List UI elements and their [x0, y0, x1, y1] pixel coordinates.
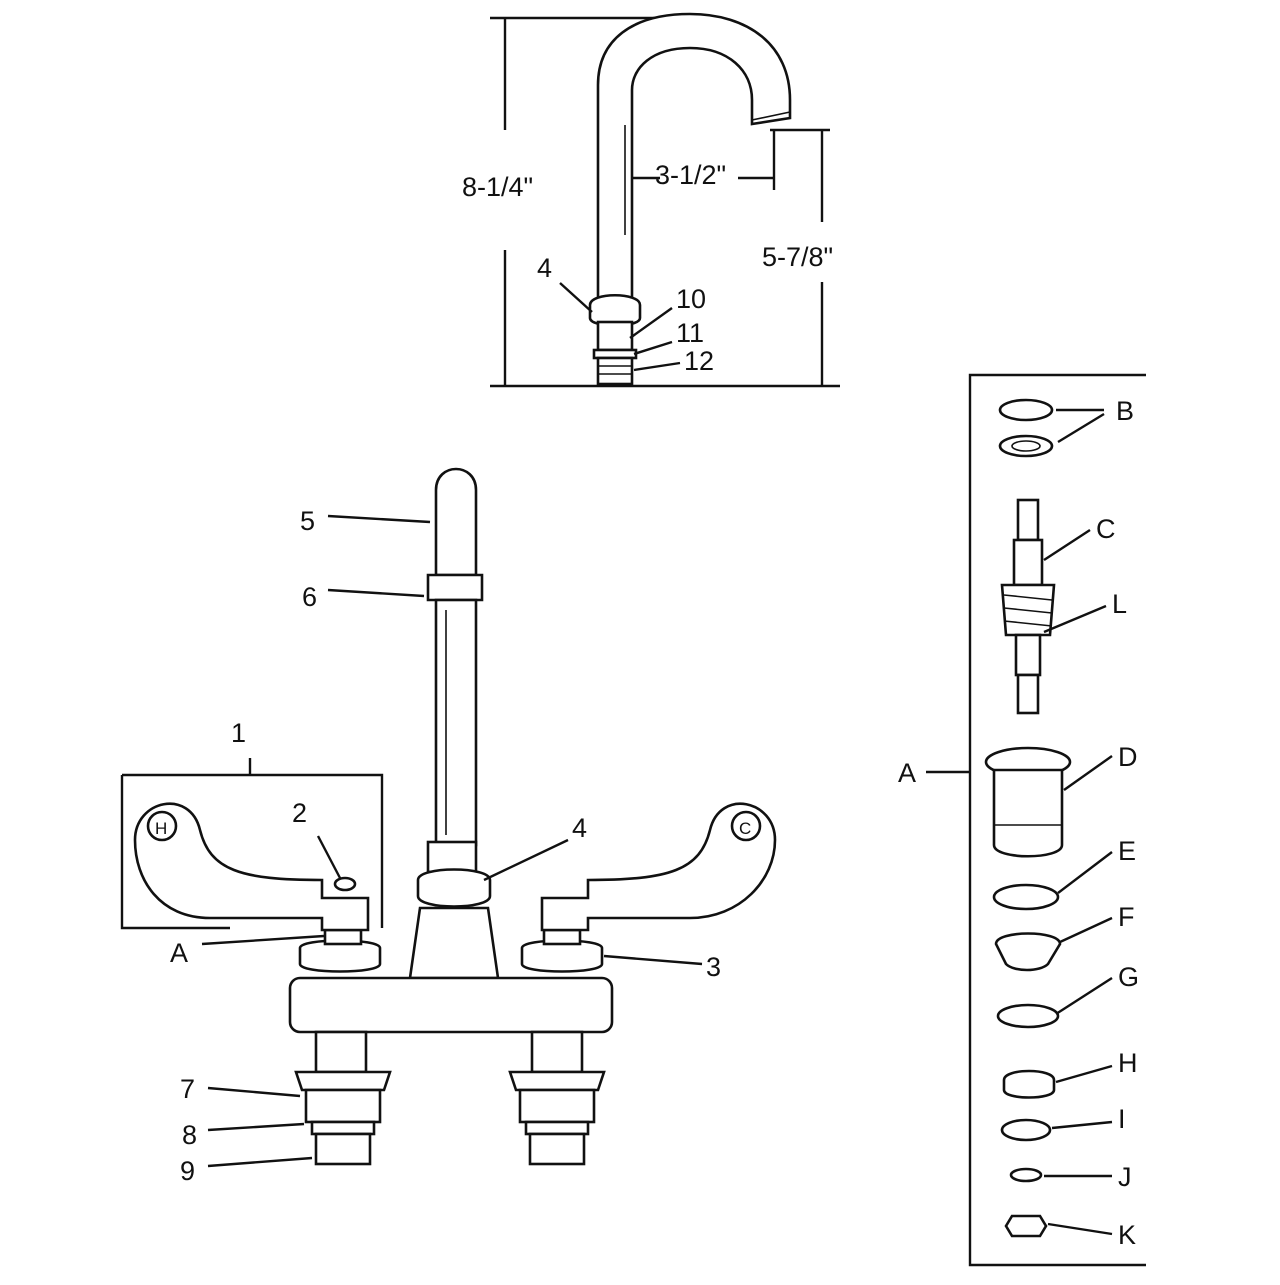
callout-2: 2 [292, 798, 307, 828]
hot-lock-nut [304, 1088, 382, 1124]
hot-indicator [146, 810, 178, 842]
retainer-i [1000, 1118, 1052, 1142]
callout-8: 8 [182, 1120, 197, 1150]
cold-shank [530, 1030, 584, 1074]
riser-base [426, 840, 478, 874]
cartridge-assembly: A B C L D E F G [898, 373, 1146, 1267]
faucet-assembly: H C 1 2 A 3 4 5 6 [120, 467, 777, 1186]
cold-flange-nut [508, 1070, 606, 1092]
callout-A-cartridge: A [898, 758, 916, 788]
callout-B: B [1116, 396, 1134, 426]
o-ring-e [992, 883, 1060, 911]
seat-f [994, 932, 1062, 972]
stem-lower [1014, 633, 1042, 677]
spout-detail: 8-1/4" 3-1/2" 5-7/8" 4 10 11 12 [462, 12, 840, 388]
callout-spout-12: 12 [684, 346, 714, 376]
gooseneck-tube [596, 12, 792, 302]
callout-D: D [1118, 742, 1138, 772]
cup-h [1002, 1069, 1056, 1099]
callout-K: K [1118, 1220, 1136, 1250]
hot-stem [323, 928, 363, 946]
bonnet-body [992, 768, 1064, 858]
callout-spout-4: 4 [537, 253, 552, 283]
spout-collar-nut [588, 294, 642, 327]
callout-spout-10: 10 [676, 284, 706, 314]
cold-washer [524, 1120, 590, 1136]
callout-spout-11: 11 [676, 318, 704, 348]
hot-coupling-nut [314, 1132, 372, 1166]
hot-shank [314, 1030, 368, 1074]
nut-k [1004, 1214, 1048, 1238]
riser-collar [426, 573, 484, 602]
callout-F: F [1118, 902, 1135, 932]
dim-height-total: 8-1/4" [462, 172, 533, 202]
callout-H: H [1118, 1048, 1138, 1078]
callout-A-main: A [170, 938, 188, 968]
washer-b-bottom [998, 434, 1054, 458]
dim-spout-height: 5-7/8" [762, 242, 833, 272]
riser-bell [408, 906, 500, 980]
callout-5: 5 [300, 506, 315, 536]
hot-handle-screw [333, 876, 357, 892]
dim-reach: 3-1/2" [655, 160, 726, 190]
cold-indicator-letter: C [739, 819, 751, 838]
hot-washer [310, 1120, 376, 1136]
hot-indicator-letter: H [155, 819, 167, 838]
riser-nut [416, 868, 492, 908]
hot-flange-nut [294, 1070, 392, 1092]
cold-coupling-nut [528, 1132, 586, 1166]
washer-b-top [998, 398, 1054, 422]
callout-J: J [1118, 1162, 1132, 1192]
spout-tip [751, 111, 791, 121]
callout-E: E [1118, 836, 1136, 866]
stem-tip [1016, 673, 1040, 715]
callout-1: 1 [231, 718, 246, 748]
handle-assembly-box [120, 773, 384, 930]
callout-3: 3 [706, 952, 721, 982]
hot-wrist-handle [133, 802, 370, 932]
callout-I: I [1118, 1104, 1126, 1134]
callout-6: 6 [302, 582, 317, 612]
callout-L: L [1112, 589, 1127, 619]
callout-4-main: 4 [572, 813, 587, 843]
cold-stem [542, 928, 582, 946]
riser-tube-top [434, 467, 478, 577]
callout-7: 7 [180, 1074, 195, 1104]
washer-g [996, 1003, 1060, 1029]
cartridge-bracket [968, 373, 1146, 1267]
cold-lock-nut [518, 1088, 596, 1124]
stem-spline [1016, 498, 1040, 542]
callout-9: 9 [180, 1156, 195, 1186]
spout-shank [596, 320, 634, 352]
spout-thread [596, 356, 634, 386]
riser-tube [434, 598, 478, 847]
hot-valve-bonnet [298, 939, 382, 973]
cold-indicator [730, 810, 762, 842]
callout-G: G [1118, 962, 1139, 992]
cold-wrist-handle [540, 802, 777, 932]
callout-C: C [1096, 514, 1116, 544]
deck-plate [288, 976, 614, 1034]
stem-body [1012, 538, 1044, 587]
washer-j [1009, 1167, 1043, 1183]
